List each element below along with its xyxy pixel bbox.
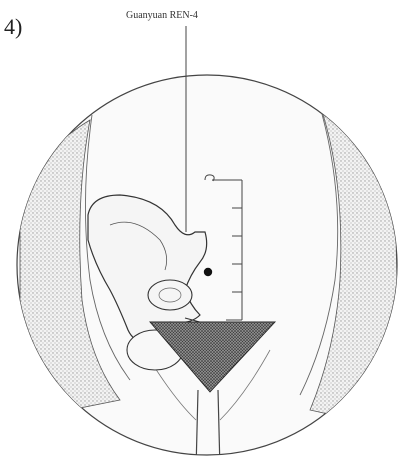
- acupoint-label: Guanyuan REN-4: [126, 10, 198, 21]
- step-number: 4): [4, 14, 22, 40]
- acupoint-marker: [204, 268, 212, 276]
- femoral-head: [148, 280, 192, 310]
